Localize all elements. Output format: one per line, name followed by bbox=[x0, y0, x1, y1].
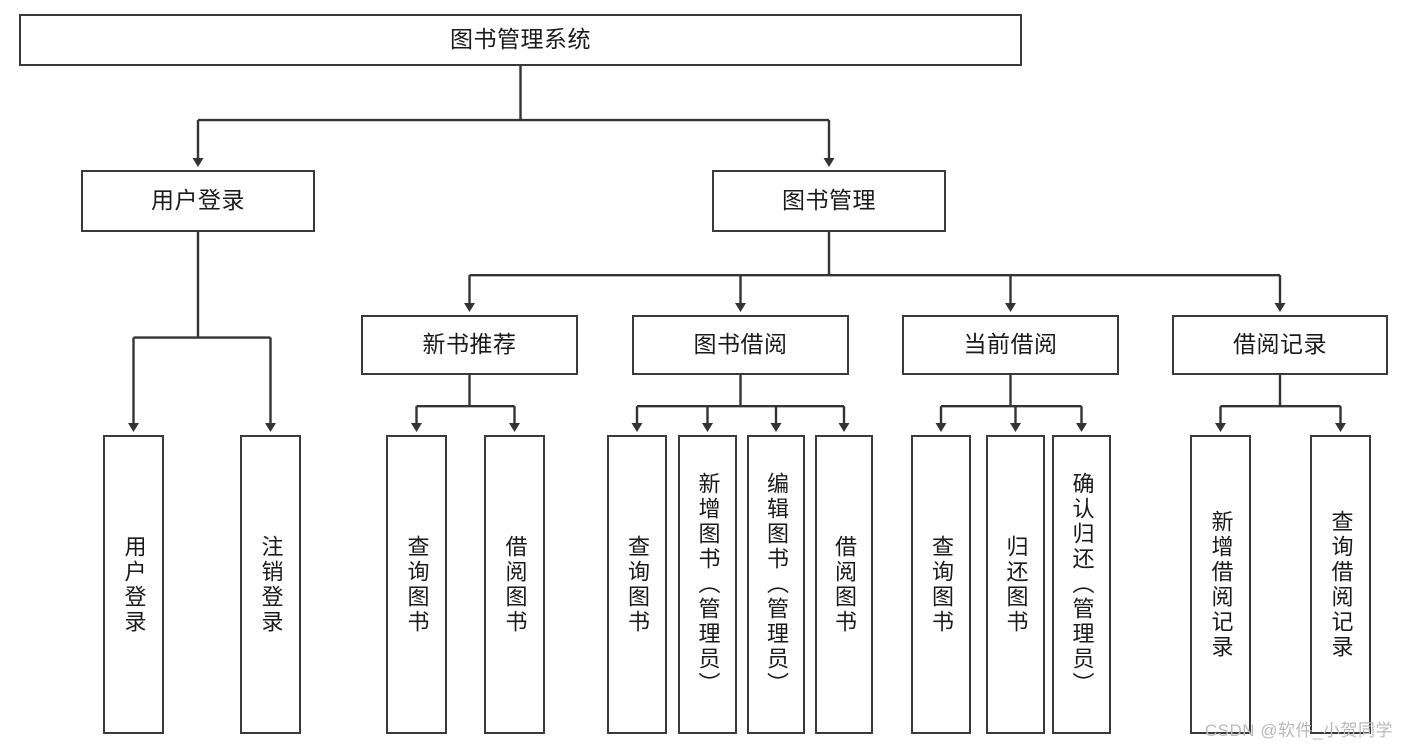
node-label: 查询借阅记录 bbox=[1328, 509, 1354, 660]
node-label: 借阅记录 bbox=[1233, 331, 1327, 358]
node-label: 编辑图书（管理员） bbox=[763, 472, 789, 697]
node-leaf-cb-query[interactable]: 查询图书 bbox=[911, 435, 971, 734]
node-label: 借阅图书 bbox=[502, 534, 528, 635]
node-leaf-bb-borrow[interactable]: 借阅图书 bbox=[815, 435, 873, 734]
node-label: 确认归还（管理员） bbox=[1069, 472, 1095, 697]
node-label: 新增图书（管理员） bbox=[695, 472, 721, 697]
node-book-borrow[interactable]: 图书借阅 bbox=[632, 315, 849, 375]
node-leaf-user-login[interactable]: 用户登录 bbox=[103, 435, 164, 734]
node-leaf-rec-borrow[interactable]: 借阅图书 bbox=[484, 435, 545, 734]
node-cur-borrow[interactable]: 当前借阅 bbox=[902, 315, 1119, 375]
node-label: 归还图书 bbox=[1003, 534, 1029, 635]
node-borrow-rec[interactable]: 借阅记录 bbox=[1172, 315, 1388, 375]
node-leaf-user-logout[interactable]: 注销登录 bbox=[240, 435, 301, 734]
node-leaf-br-query[interactable]: 查询借阅记录 bbox=[1310, 435, 1371, 734]
node-root[interactable]: 图书管理系统 bbox=[19, 14, 1022, 66]
node-label: 用户登录 bbox=[151, 187, 245, 214]
node-label: 注销登录 bbox=[258, 534, 284, 635]
node-label: 查询图书 bbox=[928, 534, 954, 635]
node-new-book-rec[interactable]: 新书推荐 bbox=[361, 315, 578, 375]
node-label: 图书管理系统 bbox=[450, 26, 591, 53]
node-label: 借阅图书 bbox=[831, 534, 857, 635]
node-leaf-bb-add[interactable]: 新增图书（管理员） bbox=[678, 435, 737, 734]
node-label: 新书推荐 bbox=[422, 331, 517, 358]
node-label: 新增借阅记录 bbox=[1208, 509, 1234, 660]
node-leaf-br-add[interactable]: 新增借阅记录 bbox=[1190, 435, 1251, 734]
node-leaf-rec-query[interactable]: 查询图书 bbox=[386, 435, 447, 734]
node-leaf-bb-edit[interactable]: 编辑图书（管理员） bbox=[747, 435, 805, 734]
node-label: 用户登录 bbox=[121, 534, 147, 635]
node-label: 图书借阅 bbox=[693, 331, 788, 358]
node-label: 查询图书 bbox=[404, 534, 430, 635]
node-label: 当前借阅 bbox=[963, 331, 1058, 358]
node-leaf-cb-return[interactable]: 归还图书 bbox=[986, 435, 1045, 734]
node-user-login[interactable]: 用户登录 bbox=[81, 170, 315, 232]
node-label: 图书管理 bbox=[782, 187, 876, 214]
node-label: 查询图书 bbox=[624, 534, 650, 635]
node-leaf-cb-confirm[interactable]: 确认归还（管理员） bbox=[1052, 435, 1111, 734]
node-book-mgmt[interactable]: 图书管理 bbox=[712, 170, 946, 232]
node-leaf-bb-query[interactable]: 查询图书 bbox=[607, 435, 667, 734]
